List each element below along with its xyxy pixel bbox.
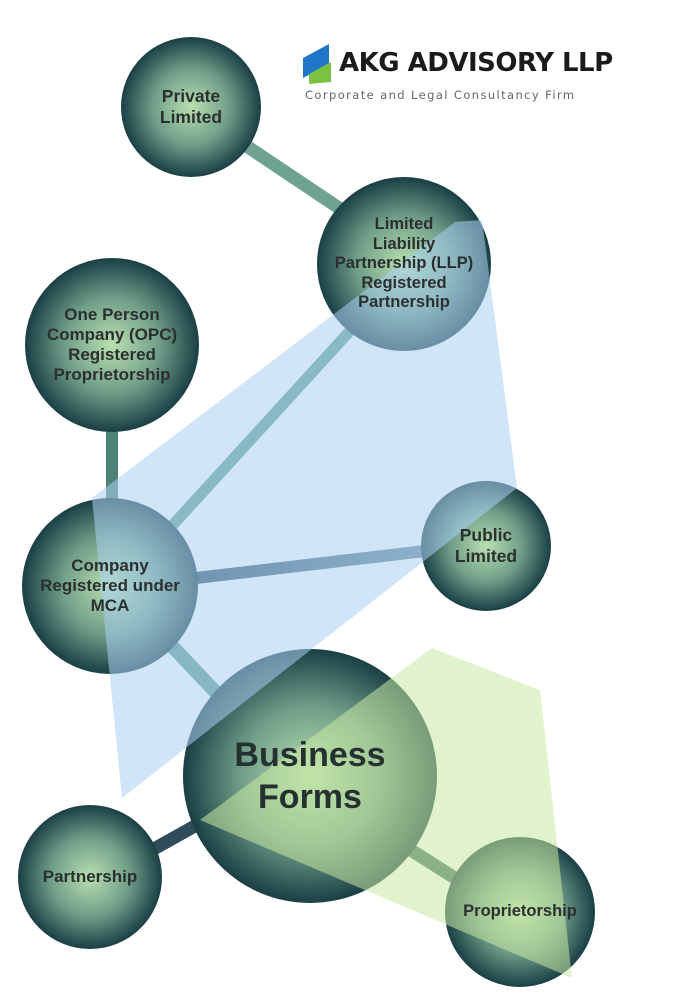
label-proprietorship: Proprietorship [463, 902, 577, 921]
node-opc [25, 258, 199, 432]
node-private-limited [121, 37, 261, 177]
label-public-limited: Public Limited [454, 525, 518, 566]
blue-region [92, 220, 517, 798]
logo-mark-icon [303, 44, 331, 84]
label-private-limited: Private Limited [159, 86, 223, 127]
label-partnership: Partnership [42, 866, 138, 886]
node-partnership [18, 805, 162, 949]
green-region [200, 648, 572, 978]
logo-tagline: Corporate and Legal Consultancy Firm [305, 88, 576, 102]
connector-private-llp [238, 138, 349, 217]
label-business-forms: Business Forms [234, 735, 386, 817]
logo: AKG ADVISORY LLP Corporate and Legal Con… [303, 44, 633, 108]
label-llp: Limited Liability Partnership (LLP) Regi… [334, 215, 474, 312]
label-opc: One Person Company (OPC) Registered Prop… [46, 304, 178, 385]
logo-name: AKG ADVISORY LLP [339, 48, 613, 78]
label-company-mca: Company Registered under MCA [40, 555, 180, 616]
